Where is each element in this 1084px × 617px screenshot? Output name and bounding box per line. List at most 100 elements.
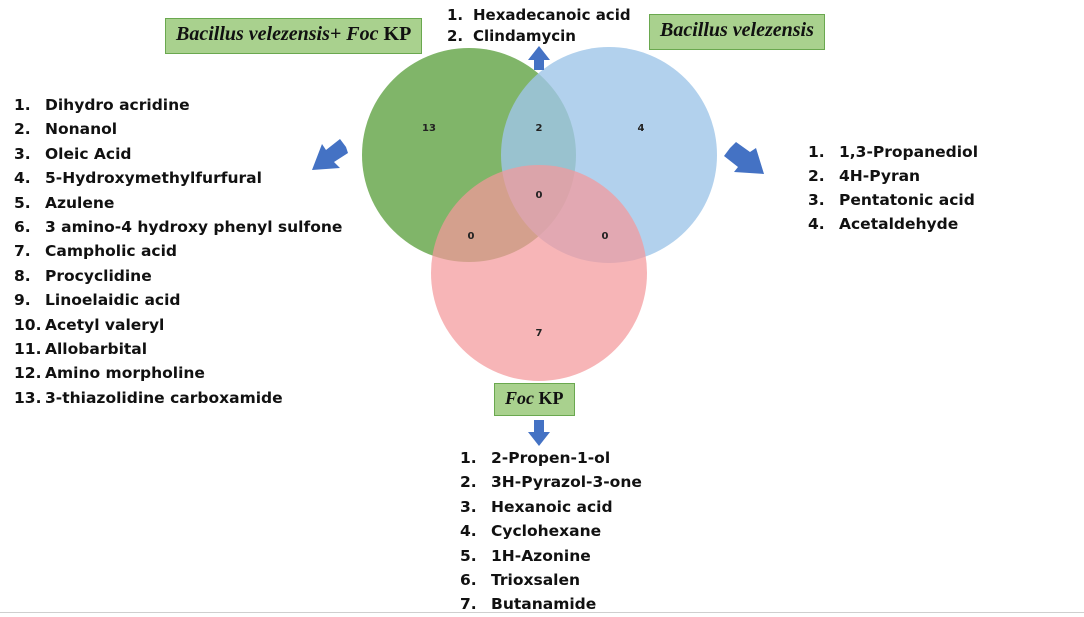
count-all-three: 0 xyxy=(536,190,543,201)
list-item-text: Linoelaidic acid xyxy=(45,291,181,310)
list-item-text: Butanamide xyxy=(491,595,597,614)
list-item-text: 5-Hydroxymethylfurfural xyxy=(45,169,262,188)
list-item-text: Trioxsalen xyxy=(491,571,581,590)
list-bacillus: 1. 1,3-Propanediol 2. 4H-Pyran 3. Pentatonic … xyxy=(808,140,978,236)
list-item-text: Azulene xyxy=(45,193,115,212)
list-item-number: 3. xyxy=(460,497,477,516)
label-bacillus: Bacillus velezensis xyxy=(649,14,825,50)
list-item-number: 12. xyxy=(14,364,42,383)
list-item-text: 3 amino-4 hydroxy phenyl sulfone xyxy=(45,218,343,237)
list-item-text: Dihydro acridine xyxy=(45,96,190,114)
list-item: 7. Butanamide xyxy=(460,592,642,616)
list-item: 3. Pentatonic acid xyxy=(808,188,978,212)
list-item-text: Acetaldehyde xyxy=(839,215,959,233)
list-item-number: 6. xyxy=(460,571,477,590)
list-item-number: 5. xyxy=(460,546,477,565)
list-item-number: 3. xyxy=(14,144,31,163)
label-combined: Bacillus velezensis+ Foc KP xyxy=(165,18,423,54)
list-item: 4. Cyclohexane xyxy=(460,519,642,543)
list-item: 6. Trioxsalen xyxy=(460,568,642,592)
list-item: 2. 4H-Pyran xyxy=(808,164,978,188)
list-item: 3. Oleic Acid xyxy=(14,142,342,166)
circle-foc xyxy=(431,165,647,381)
list-item-number: 5. xyxy=(14,193,31,212)
list-item: 5. 1H-Azonine xyxy=(460,544,642,568)
count-bacillus-foc: 0 xyxy=(602,231,609,242)
list-item-number: 9. xyxy=(14,291,31,310)
list-item: 4. Acetaldehyde xyxy=(808,212,978,236)
list-item: 8. Procyclidine xyxy=(14,264,342,288)
list-item-text: Hexadecanoic acid xyxy=(473,6,631,24)
list-item-text: Allobarbital xyxy=(45,340,148,359)
list-item-text: 1H-Azonine xyxy=(491,546,591,565)
list-item-text: 1,3-Propanediol xyxy=(839,143,979,161)
list-item: 3. Hexanoic acid xyxy=(460,495,642,519)
list-item-number: 11. xyxy=(14,340,42,359)
list-item: 1. 1,3-Propanediol xyxy=(808,140,978,164)
list-item-text: Oleic Acid xyxy=(45,144,132,163)
list-item: 12.Amino morpholine xyxy=(14,361,342,385)
list-combined: 1. Dihydro acridine 2. Nonanol 3. Oleic Acid 4… xyxy=(14,93,342,410)
list-item-number: 4. xyxy=(460,522,477,541)
list-item-text: Hexanoic acid xyxy=(491,497,613,516)
list-item: 7. Campholic acid xyxy=(14,239,342,263)
list-item-text: 2-Propen-1-ol xyxy=(491,449,611,467)
list-item-number: 1. xyxy=(460,449,477,467)
list-item: 1. Dihydro acridine xyxy=(14,93,342,117)
list-item-text: Campholic acid xyxy=(45,242,178,261)
list-item-number: 1. xyxy=(808,143,825,161)
list-item: 1. Hexadecanoic acid xyxy=(447,5,631,26)
list-item: 10.Acetyl valeryl xyxy=(14,313,342,337)
list-item-number: 13. xyxy=(14,388,42,407)
count-bacillus-only: 4 xyxy=(638,123,645,134)
list-item-number: 1. xyxy=(14,96,31,114)
list-item: 6. 3 amino-4 hydroxy phenyl sulfone xyxy=(14,215,342,239)
list-item-number: 10. xyxy=(14,315,42,334)
list-item-text: 3H-Pyrazol-3-one xyxy=(491,473,642,492)
count-combined-only: 13 xyxy=(422,123,436,134)
list-item-number: 6. xyxy=(14,218,31,237)
bottom-divider xyxy=(0,612,1084,613)
list-item: 2. Clindamycin xyxy=(447,26,631,47)
list-item-text: Procyclidine xyxy=(45,266,152,285)
list-item-text: Cyclohexane xyxy=(491,522,602,541)
list-item-number: 2. xyxy=(808,167,825,185)
arrow-right-icon xyxy=(724,142,764,174)
list-item-text: Acetyl valeryl xyxy=(45,315,165,334)
list-item-number: 2. xyxy=(447,27,464,45)
arrow-up-icon xyxy=(528,46,550,70)
list-item: 9. Linoelaidic acid xyxy=(14,288,342,312)
list-item-number: 4. xyxy=(808,215,825,233)
list-item: 2. 3H-Pyrazol-3-one xyxy=(460,470,642,494)
list-item: 1. 2-Propen-1-ol xyxy=(460,446,642,470)
count-foc-only: 7 xyxy=(536,328,543,339)
count-combined-bacillus: 2 xyxy=(536,123,543,134)
list-item-number: 3. xyxy=(808,191,825,209)
list-item-text: Amino morpholine xyxy=(45,364,205,383)
count-combined-foc: 0 xyxy=(468,231,475,242)
list-item: 5. Azulene xyxy=(14,191,342,215)
list-item-number: 4. xyxy=(14,169,31,188)
arrow-down-icon xyxy=(528,420,550,446)
list-item-number: 7. xyxy=(14,242,31,261)
list-item-text: 4H-Pyran xyxy=(839,167,921,185)
list-item-text: Nonanol xyxy=(45,120,118,139)
list-item-number: 8. xyxy=(14,266,31,285)
label-foc: Foc KP xyxy=(494,383,575,416)
list-item-text: Pentatonic acid xyxy=(839,191,975,209)
list-item-number: 2. xyxy=(460,473,477,492)
arrow-left-icon xyxy=(312,139,348,170)
list-item-text: Clindamycin xyxy=(473,27,576,45)
list-item: 13.3-thiazolidine carboxamide xyxy=(14,386,342,410)
list-item-number: 7. xyxy=(460,595,477,614)
list-item-text: 3-thiazolidine carboxamide xyxy=(45,388,283,407)
list-shared-top: 1. Hexadecanoic acid 2. Clindamycin xyxy=(447,5,631,47)
list-item-number: 2. xyxy=(14,120,31,139)
list-item-number: 1. xyxy=(447,6,464,24)
list-item: 4. 5-Hydroxymethylfurfural xyxy=(14,166,342,190)
list-item: 2. Nonanol xyxy=(14,117,342,141)
list-item: 11.Allobarbital xyxy=(14,337,342,361)
list-foc: 1. 2-Propen-1-ol 2. 3H-Pyrazol-3-one 3. Hexan… xyxy=(460,446,642,617)
